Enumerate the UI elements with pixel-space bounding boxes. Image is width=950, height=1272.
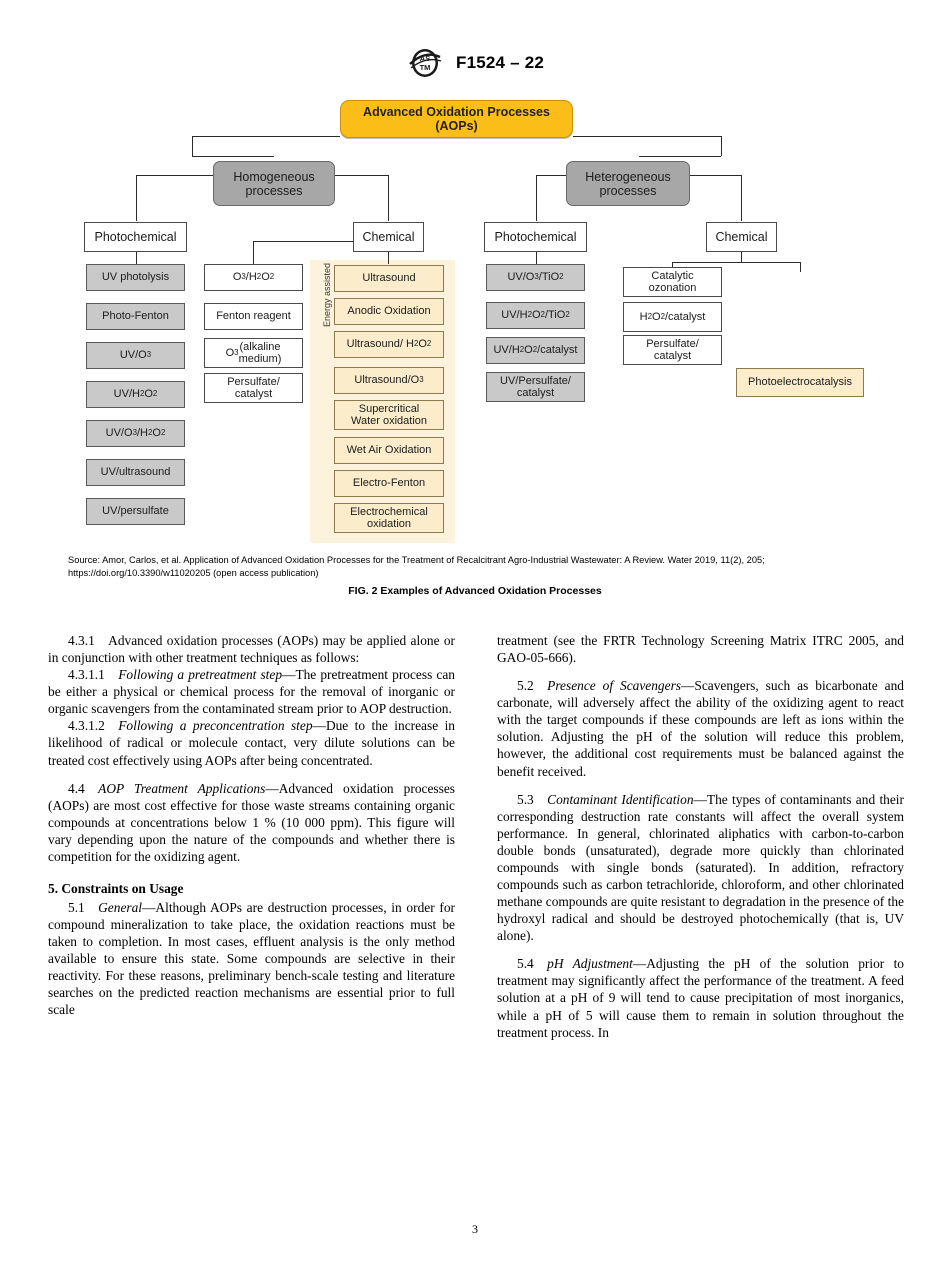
run-in-heading: Following a pretreatment step (118, 667, 283, 683)
body-paragraph: 5.2 Presence of Scavengers—Scavengers, s… (497, 678, 904, 779)
right-text-column: treatment (see the FRTR Technology Scree… (497, 632, 904, 1041)
connector (536, 175, 537, 221)
node-homogeneous-chemical: Chemical (353, 222, 424, 252)
body-paragraph: 5.1 General—Although AOPs are destructio… (48, 900, 455, 1018)
node-label-line1: Homogeneous (233, 169, 315, 184)
connector (639, 156, 721, 157)
diagram-leaf-box: Persulfate/catalyst (204, 373, 303, 403)
figure-caption: FIG. 2 Examples of Advanced Oxidation Pr… (348, 585, 602, 597)
body-paragraph: treatment (see the FRTR Technology Scree… (497, 633, 904, 666)
body-paragraph: 4.3.1.2 Following a preconcentration ste… (48, 718, 455, 768)
diagram-leaf-box: Photo-Fenton (86, 303, 185, 330)
node-homogeneous-processes: Homogeneous processes (213, 161, 335, 206)
node-label-line1: Heterogeneous (585, 169, 671, 184)
connector (136, 252, 137, 264)
diagram-leaf-box: UV/ultrasound (86, 459, 185, 486)
body-paragraph: 5.3 Contaminant Identification—The types… (497, 791, 904, 944)
run-in-heading: pH Adjustment (547, 956, 633, 972)
node-label-line2: processes (245, 183, 303, 198)
page-number: 3 (472, 1222, 478, 1236)
body-paragraph: 4.4 AOP Treatment Applications—Advanced … (48, 780, 455, 864)
aop-tree-diagram: Energy assisted Ad (0, 95, 950, 555)
connector (721, 136, 722, 156)
run-in-heading: Presence of Scavengers (547, 678, 681, 694)
run-in-heading: AOP Treatment Applications (98, 780, 266, 796)
run-in-heading: Contaminant Identification (547, 791, 694, 807)
node-heterogeneous-photochemical: Photochemical (484, 222, 587, 252)
diagram-leaf-box: Fenton reagent (204, 303, 303, 330)
connector (741, 175, 742, 221)
diagram-leaf-box: Persulfate/catalyst (623, 335, 722, 365)
section-heading-5: 5. Constraints on Usage (48, 881, 184, 897)
diagram-leaf-box: Ultrasound (334, 265, 444, 292)
node-heterogeneous-chemical: Chemical (706, 222, 777, 252)
connector (672, 262, 800, 263)
connector (136, 175, 137, 221)
astm-logo-icon: AS TM (406, 48, 444, 78)
node-advanced-oxidation-processes: Advanced Oxidation Processes (AOPs) (340, 100, 573, 138)
figure-source-note: Source: Amor, Carlos, et al. Application… (68, 555, 765, 579)
connector (800, 262, 801, 272)
connector (388, 175, 389, 221)
connector (253, 241, 254, 264)
diagram-leaf-box: Electro-Fenton (334, 470, 444, 497)
node-photoelectrocatalysis: Photoelectrocatalysis (736, 368, 864, 397)
connector (741, 252, 742, 262)
connector (253, 241, 388, 242)
connector (136, 175, 273, 176)
node-heterogeneous-processes: Heterogeneous processes (566, 161, 690, 206)
body-paragraph: 4.3.1.1 Following a pretreatment step—Th… (48, 667, 455, 717)
energy-assisted-label: Energy assisted (322, 262, 332, 327)
diagram-leaf-box: Wet Air Oxidation (334, 437, 444, 464)
connector (536, 252, 537, 264)
connector (192, 136, 340, 137)
svg-text:TM: TM (420, 63, 431, 72)
node-label-line1: Advanced Oxidation Processes (363, 105, 550, 119)
left-text-column: 4.3.1 Advanced oxidation processes (AOPs… (48, 632, 455, 1041)
run-in-heading: Following a preconcentration step (118, 718, 313, 734)
svg-text:AS: AS (420, 54, 430, 63)
diagram-leaf-box: UV photolysis (86, 264, 185, 291)
body-columns: 4.3.1 Advanced oxidation processes (AOPs… (48, 632, 904, 1041)
run-in-heading: General (98, 900, 143, 916)
node-label-line2: processes (599, 183, 657, 198)
diagram-leaf-box: Anodic Oxidation (334, 298, 444, 325)
connector (192, 136, 193, 156)
body-paragraph: 4.3.1 Advanced oxidation processes (AOPs… (48, 633, 455, 666)
node-label-line2: (AOPs) (435, 119, 478, 133)
diagram-leaf-box: UV/Persulfate/catalyst (486, 372, 585, 402)
node-homogeneous-photochemical: Photochemical (84, 222, 187, 252)
connector (388, 252, 389, 264)
page-header: AS TM F1524 – 22 (0, 48, 950, 78)
diagram-leaf-box: UV/persulfate (86, 498, 185, 525)
figure-2-diagram: Energy assisted Ad (0, 95, 950, 555)
body-paragraph: 5.4 pH Adjustment—Adjusting the pH of th… (497, 956, 904, 1040)
connector (192, 156, 274, 157)
standard-designation: F1524 – 22 (455, 53, 544, 72)
connector (573, 136, 721, 137)
